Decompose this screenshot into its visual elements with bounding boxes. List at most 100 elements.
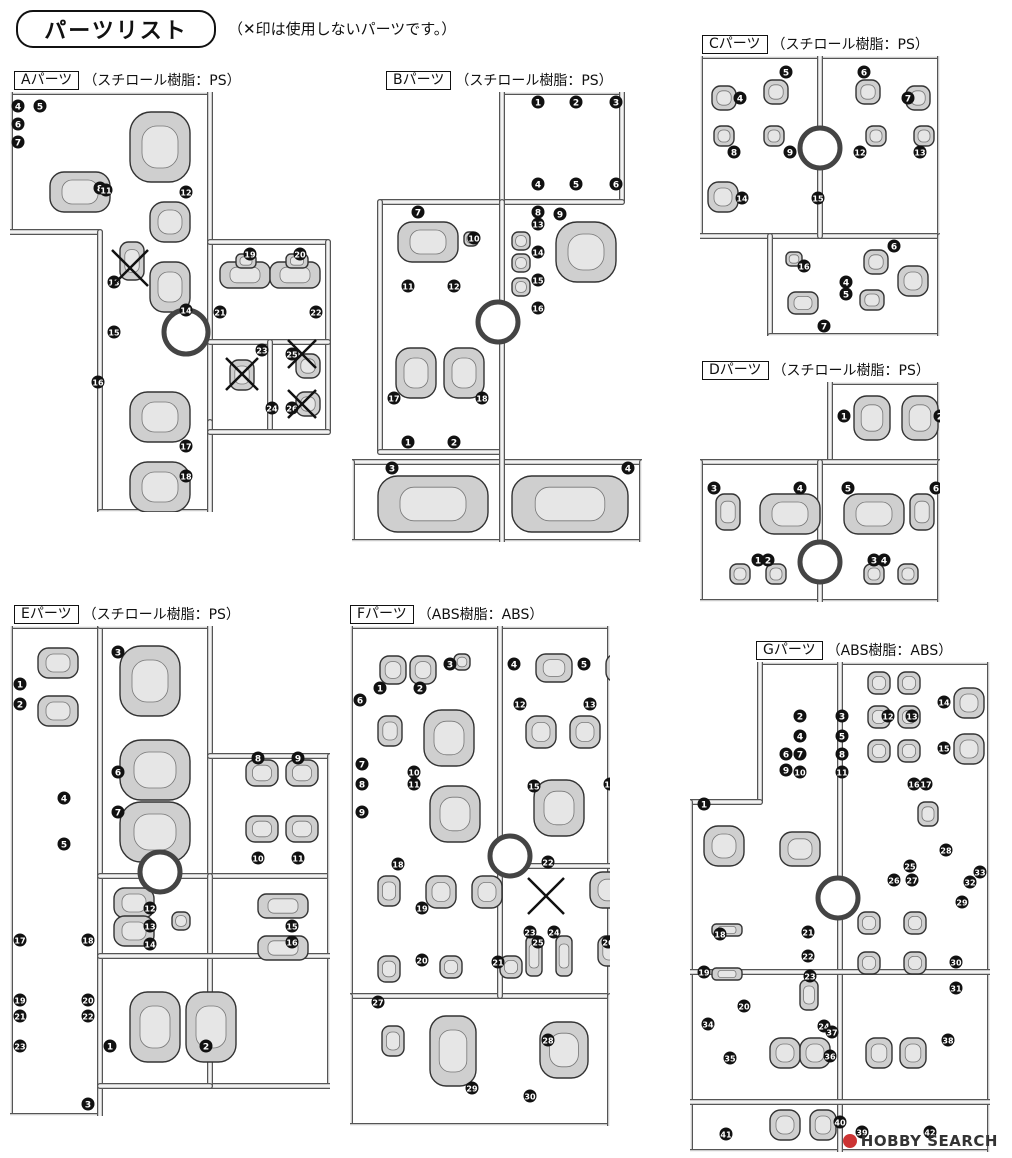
part-number-label: 9 (783, 766, 789, 776)
page-title: パーツリスト (16, 10, 216, 48)
part-number-label: 1 (405, 438, 411, 448)
part-number-badge (839, 275, 853, 289)
part-shape-detail (775, 1043, 795, 1063)
part-shape-detail (733, 567, 747, 581)
part-number-badge (199, 1039, 213, 1053)
part-shape-detail (871, 675, 886, 690)
part-number-label: 3 (711, 484, 717, 494)
part-number-badge (401, 435, 415, 449)
part-number-label: 13 (914, 148, 925, 157)
part-number-label: 30 (950, 958, 962, 967)
part-number-badge (387, 391, 401, 405)
part-number-badge (783, 145, 797, 159)
part-number-badge (713, 927, 727, 941)
part-number-label: 16 (604, 780, 610, 789)
part-number-label: 12 (180, 188, 191, 197)
part-shape-detail (515, 281, 527, 293)
section-label-d: Dパーツ（スチロール樹脂：PS） (702, 360, 930, 380)
part-number-label: 30 (524, 1092, 536, 1101)
part-number-badge (91, 375, 105, 389)
part-number-badge (887, 873, 901, 887)
hobby-search-logo-icon (842, 1134, 857, 1148)
part-number-badge (963, 875, 977, 889)
part-shape-detail (531, 722, 551, 743)
part-number-label: 2 (765, 556, 771, 566)
part-number-badge (603, 777, 610, 791)
part-shape-detail (775, 1115, 795, 1135)
part-shape-detail (860, 404, 884, 432)
part-number-label: 18 (180, 472, 192, 481)
part-number-label: 8 (731, 148, 737, 158)
part-number-badge (265, 401, 279, 415)
part-number-label: 5 (61, 840, 67, 850)
part-number-label: 15 (528, 782, 540, 791)
part-shape-detail (444, 959, 459, 974)
part-number-badge (733, 91, 747, 105)
part-number-badge (11, 135, 25, 149)
part-number-label: 22 (82, 1012, 93, 1021)
part-number-label: 25 (532, 938, 544, 947)
sprue-d-svg: 1234561234 (700, 382, 940, 602)
part-number-badge (531, 177, 545, 191)
part-number-badge (881, 709, 895, 723)
part-shape-detail (431, 881, 451, 902)
part-number-label: 6 (115, 768, 121, 778)
part-number-badge (837, 409, 851, 423)
part-number-badge (793, 481, 807, 495)
section-label-b: Bパーツ（スチロール樹脂：PS） (386, 70, 613, 90)
part-number-label: 35 (724, 1054, 736, 1063)
part-number-badge (291, 851, 305, 865)
part-shape-detail (861, 915, 876, 930)
part-number-badge (701, 1017, 715, 1031)
part-number-label: 13 (532, 220, 543, 229)
part-number-label: 11 (100, 186, 112, 195)
part-number-label: 41 (720, 1130, 732, 1139)
part-shape-detail (438, 1029, 468, 1073)
part-number-label: 16 (532, 304, 544, 313)
part-number-badge (609, 95, 623, 109)
part-number-badge (309, 305, 323, 319)
part-number-badge (601, 935, 610, 949)
part-number-badge (355, 757, 369, 771)
part-number-badge (735, 191, 749, 205)
part-number-label: 5 (845, 484, 851, 494)
part-number-label: 14 (180, 306, 192, 315)
part-number-badge (793, 729, 807, 743)
part-shape-detail (904, 1043, 922, 1063)
unused-cross-mark (225, 357, 259, 391)
part-number-label: 17 (920, 780, 931, 789)
part-number-badge (255, 343, 269, 357)
part-shape-detail (768, 84, 784, 100)
part-number-label: 21 (14, 1012, 26, 1021)
part-shape-detail (901, 567, 915, 581)
part-number-label: 20 (738, 1002, 750, 1011)
part-number-badge (939, 843, 953, 857)
part-number-label: 5 (37, 102, 43, 112)
part-shape-detail (534, 486, 606, 522)
part-number-label: 25 (904, 862, 916, 871)
part-number-label: 2 (17, 700, 23, 710)
part-number-label: 10 (794, 768, 806, 777)
part-number-badge (531, 95, 545, 109)
part-shape-detail (713, 187, 733, 207)
part-shape-detail (386, 1031, 401, 1051)
part-shape-detail (542, 659, 566, 677)
part-number-badge (949, 955, 963, 969)
part-number-badge (761, 553, 775, 567)
part-number-badge (609, 177, 623, 191)
section-label-c: Cパーツ（スチロール樹脂：PS） (702, 34, 929, 54)
part-number-label: 6 (15, 120, 21, 130)
part-shape-detail (409, 229, 447, 255)
part-shape-detail (141, 471, 179, 503)
part-number-label: 6 (783, 750, 789, 760)
part-number-badge (569, 177, 583, 191)
part-shape-detail (157, 271, 183, 303)
part-shape-detail (867, 567, 881, 581)
part-number-label: 16 (92, 378, 104, 387)
part-number-badge (513, 697, 527, 711)
part-number-label: 1 (535, 98, 541, 108)
part-number-badge (447, 279, 461, 293)
part-number-label: 24 (266, 404, 278, 413)
part-number-label: 36 (824, 1052, 836, 1061)
